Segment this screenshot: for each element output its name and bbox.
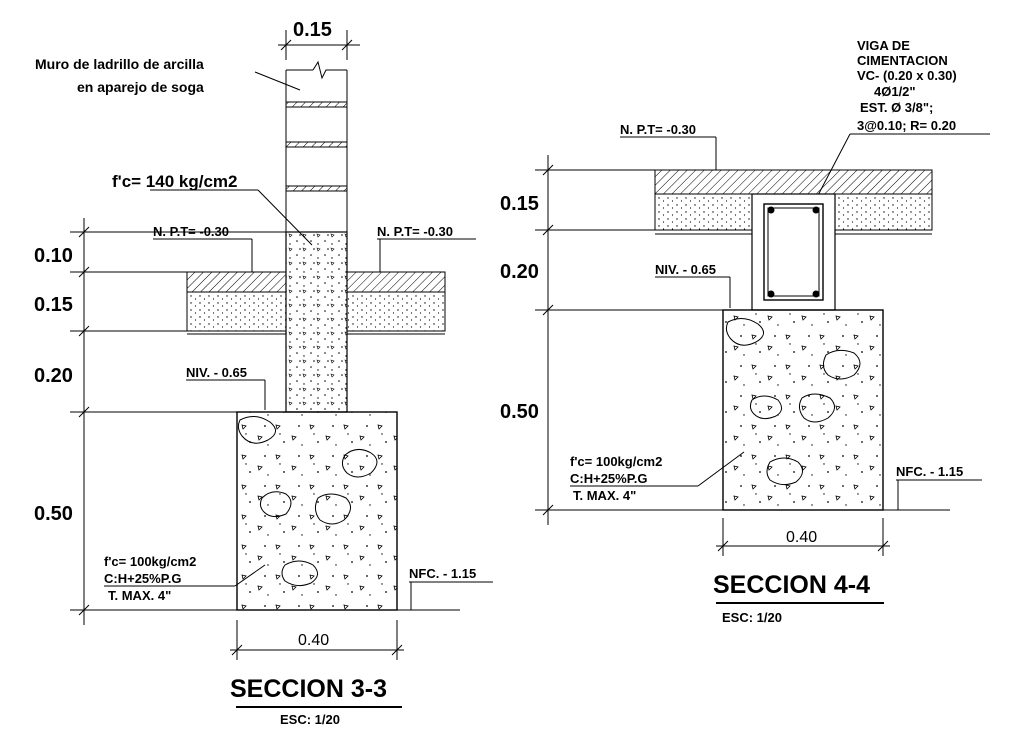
column-concrete-label: f'c= 140 kg/cm2: [112, 172, 237, 191]
footing-note-3: T. MAX. 4": [573, 488, 636, 503]
dim-0-50: 0.50: [34, 503, 73, 525]
footing-leader: [697, 451, 745, 487]
beam-label-line3: VC- (0.20 x 0.30): [857, 68, 957, 83]
floor-slab-left: [186, 271, 287, 335]
floor-slab-right: [346, 271, 446, 335]
dim-0-50: 0.50: [500, 401, 539, 423]
npt-label: N. P.T= -0.30: [620, 122, 696, 137]
footing: [236, 411, 398, 611]
section-title: SECCION 3-3: [230, 675, 387, 703]
nfc-label: NFC. - 1.15: [896, 464, 963, 479]
dim-0-20: 0.20: [34, 365, 73, 387]
niv-label: NIV. - 0.65: [655, 262, 716, 277]
section-3-3: 0.15 Muro de ladrillo de arcilla en apar…: [34, 19, 493, 727]
vertical-dimensions-3-3: 0.10 0.15 0.20 0.50: [34, 218, 460, 625]
wall-width-dimension: 0.15: [278, 19, 360, 60]
rebar: [812, 206, 820, 214]
footing-note-1: f'c= 100kg/cm2: [104, 554, 196, 569]
concrete-column: [285, 231, 348, 413]
dim-0-20: 0.20: [500, 261, 539, 283]
footing-note-2: C:H+25%P.G: [104, 571, 181, 586]
footing-width-value: 0.40: [786, 529, 817, 546]
dim-0-10: 0.10: [34, 245, 73, 267]
wall-width-value: 0.15: [293, 19, 332, 41]
footing: [722, 309, 884, 511]
beam-label-line5: EST. Ø 3/8";: [860, 100, 933, 115]
section-title: SECCION 4-4: [713, 571, 870, 599]
footing-width-dimension: 0.40: [716, 518, 890, 556]
section-scale: ESC: 1/20: [280, 712, 340, 727]
dim-0-15: 0.15: [500, 193, 539, 215]
wall-label-line1: Muro de ladrillo de arcilla: [35, 56, 204, 72]
npt-right-label: N. P.T= -0.30: [377, 224, 453, 239]
foundation-beam: [751, 193, 836, 311]
footing-note-2: C:H+25%P.G: [570, 471, 647, 486]
vertical-dimensions-4-4: 0.15 0.20 0.50: [500, 155, 950, 525]
rebar: [812, 290, 820, 298]
section-4-4: VIGA DE CIMENTACION VC- (0.20 x 0.30) 4Ø…: [500, 38, 990, 625]
beam-label-line6: 3@0.10; R= 0.20: [857, 118, 956, 133]
footing-note-1: f'c= 100kg/cm2: [570, 454, 662, 469]
column-leader: [257, 189, 313, 246]
footing-width-dimension: 0.40: [230, 620, 404, 660]
wall-label-line2: en aparejo de soga: [77, 79, 204, 95]
footing-leader: [234, 564, 266, 587]
brick-wall: [285, 60, 348, 232]
floor-slab: [654, 169, 933, 235]
rebar: [767, 290, 775, 298]
dim-0-15: 0.15: [34, 294, 73, 316]
nfc-label: NFC. - 1.15: [409, 566, 476, 581]
section-scale: ESC: 1/20: [722, 610, 782, 625]
wall-leader: [254, 71, 301, 91]
rebar: [767, 206, 775, 214]
niv-label: NIV. - 0.65: [186, 365, 247, 380]
footing-note-3: T. MAX. 4": [108, 588, 171, 603]
beam-label-line4: 4Ø1/2": [874, 84, 916, 99]
beam-label-line1: VIGA DE: [857, 38, 910, 53]
footing-width-value: 0.40: [298, 632, 329, 649]
beam-label-line2: CIMENTACION: [857, 53, 948, 68]
